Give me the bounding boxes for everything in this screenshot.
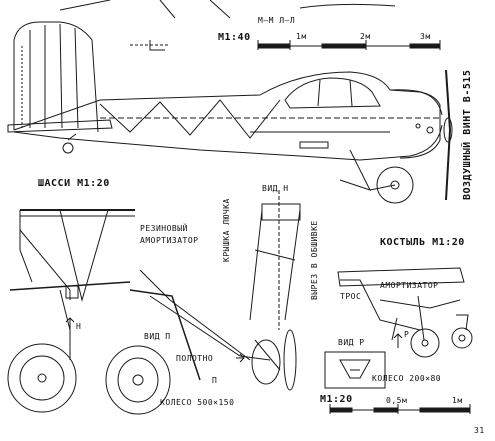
rubber-shock-label-2: АМОРТИЗАТОР (140, 236, 199, 245)
landing-gear-front-view (7, 209, 297, 415)
propeller-label: ВОЗДУШНЫЙ ВИНТ В-515 (462, 69, 473, 200)
tailskid-label: КОСТЫЛЬ М1:20 (380, 237, 465, 248)
section-mm-ll-label: М–М Л–Л (258, 16, 296, 25)
section-profiles (59, 0, 396, 51)
view-r-label: ВИД Р (338, 338, 365, 347)
view-n-label: ВИД Н (262, 184, 289, 193)
cable-label: ТРОС (340, 292, 362, 301)
scale-bottom-half: 0,5м (386, 396, 408, 405)
scale-top-label: М1:40 (218, 32, 251, 43)
scale-top-3m: 3м (420, 32, 431, 41)
page-number: 31 (474, 426, 485, 435)
shock-absorber-label: АМОРТИЗАТОР (380, 281, 439, 290)
scale-bottom-1m: 1м (452, 396, 463, 405)
skin-cutout-label: ВЫРЕЗ В ОБШИВКЕ (310, 220, 319, 300)
marker-h: Н (76, 322, 82, 331)
scale-bar-top (257, 40, 441, 50)
wheel-small-label: КОЛЕСО 200×80 (372, 374, 442, 383)
rubber-shock-label-1: РЕЗИНОВЫЙ (140, 224, 188, 233)
view-r-drawing (324, 351, 386, 389)
fabric-label: ПОЛОТНО (176, 354, 214, 363)
marker-r: Р (404, 330, 410, 339)
view-n-detail (249, 190, 301, 330)
landing-gear-label: ШАССИ М1:20 (38, 178, 110, 189)
scale-top-1m: 1м (296, 32, 307, 41)
wheel-large-label: КОЛЕСО 500×150 (160, 398, 235, 407)
scale-top-2m: 2м (360, 32, 371, 41)
scale-bottom-label: М1:20 (320, 394, 353, 405)
tailskid-drawing (337, 267, 473, 358)
scale-bar-bottom (329, 404, 471, 414)
hatch-cover-label: КРЫШКА ЛЮЧКА (222, 198, 231, 262)
markers (65, 317, 403, 363)
aircraft-side-view (7, 21, 453, 204)
marker-p: П (212, 376, 218, 385)
view-p-label: ВИД П (144, 332, 171, 341)
